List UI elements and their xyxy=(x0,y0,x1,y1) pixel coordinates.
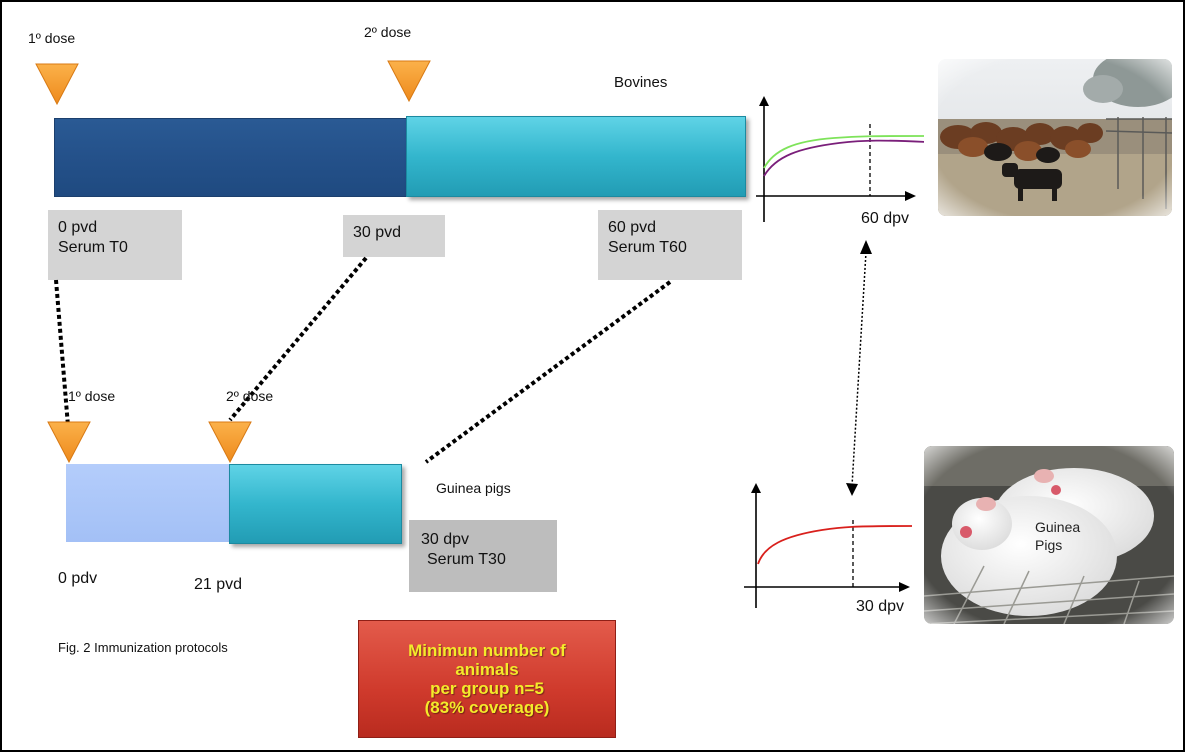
bovine-box-60-line2: Serum T60 xyxy=(608,239,687,256)
guinea-response-graph xyxy=(744,483,913,608)
note-line3: per group n=5 xyxy=(430,679,544,698)
guinea-photo-label-line1: Guinea xyxy=(1035,519,1081,535)
note-line2: animals xyxy=(455,660,519,679)
guinea-curve-red xyxy=(757,525,913,565)
guinea-label-21: 21 pvd xyxy=(194,576,243,593)
bovine-box-0-line2: Serum T0 xyxy=(58,239,128,256)
guinea-dose2-label: 2º dose xyxy=(226,388,274,404)
bovine-response-graph xyxy=(756,96,924,222)
guinea-graph-y-arrow-icon xyxy=(751,483,761,493)
guinea-phase1-bar xyxy=(66,464,232,542)
guinea-pigs-photo xyxy=(924,446,1174,624)
guinea-pigs-image xyxy=(924,446,1174,624)
guinea-box-30: 30 dpv Serum T30 xyxy=(409,520,557,592)
guinea-photo-label-line2: Pigs xyxy=(1035,537,1063,553)
minimum-animals-note: Minimun number of animals per group n=5 … xyxy=(358,620,616,738)
guinea-graph-x-label: 30 dpv xyxy=(856,598,905,615)
bovine-phase2-bar xyxy=(406,116,746,197)
bovine-box-0-line1: 0 pvd xyxy=(58,219,98,236)
guinea-dose1-arrow-icon xyxy=(47,421,91,464)
bovine-box-30: 30 pvd xyxy=(343,215,445,257)
bovine-curve-purple xyxy=(763,139,924,177)
bovine-box-30-line1: 30 pvd xyxy=(353,224,402,241)
bovine-graph-x-label: 60 dpv xyxy=(861,210,910,227)
bovine-dose1-label: 1º dose xyxy=(28,30,76,46)
guinea-photo-label: Guinea Pigs xyxy=(1035,518,1080,554)
bovine-dose2-label: 2º dose xyxy=(364,24,412,40)
guinea-box-30-line1: 30 dpv xyxy=(421,531,470,548)
figure-caption: Fig. 2 Immunization protocols xyxy=(58,640,228,655)
bovine-curve-green xyxy=(763,135,924,169)
guinea-dose1-label: 1º dose xyxy=(68,388,116,404)
guinea-label-0: 0 pdv xyxy=(58,570,98,587)
bovine-dose2-arrow-icon xyxy=(387,60,431,103)
bovine-species-label: Bovines xyxy=(614,74,668,91)
bovine-graph-x-arrow-icon xyxy=(905,191,916,201)
bovine-dose1-arrow-icon xyxy=(35,63,79,106)
connector-0-line xyxy=(54,279,70,427)
guinea-phase2-bar xyxy=(229,464,402,544)
note-text: Minimun number of animals per group n=5 … xyxy=(408,641,566,717)
note-line1: Minimun number of xyxy=(408,641,566,660)
note-line4: (83% coverage) xyxy=(424,698,550,717)
guinea-graph-x-arrow-icon xyxy=(899,582,910,592)
guinea-box-30-line2: Serum T30 xyxy=(427,551,506,568)
connector-30-line xyxy=(228,256,368,422)
bovines-photo xyxy=(938,59,1172,216)
bovine-box-0: 0 pvd Serum T0 xyxy=(48,210,182,280)
bovine-box-60-line1: 60 pvd xyxy=(608,219,657,236)
comparison-arrow-line xyxy=(851,251,867,487)
comparison-arrow-bottom-icon xyxy=(846,483,858,496)
guinea-species-label: Guinea pigs xyxy=(436,480,511,496)
comparison-arrow-top-icon xyxy=(860,240,872,254)
connector-60-line xyxy=(424,280,672,464)
bovine-graph-y-arrow-icon xyxy=(759,96,769,106)
cattle-herd-image xyxy=(938,59,1172,216)
guinea-dose2-arrow-icon xyxy=(208,421,252,464)
bovine-box-60: 60 pvd Serum T60 xyxy=(598,210,742,280)
